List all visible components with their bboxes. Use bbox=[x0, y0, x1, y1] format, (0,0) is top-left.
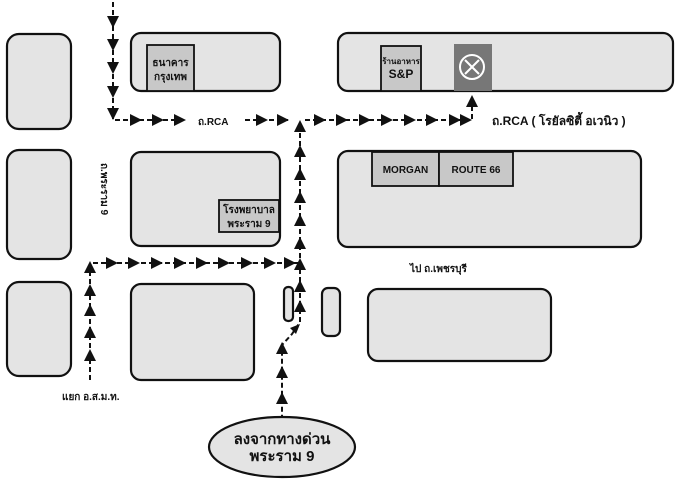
landmark-restaurant-sp[interactable]: ร้านอาหาร S&P bbox=[380, 45, 422, 92]
landmark-route66[interactable]: ROUTE 66 bbox=[438, 151, 514, 187]
hospital-label-line1: โรงพยาบาล bbox=[222, 203, 275, 216]
arrow-right-icon bbox=[106, 257, 118, 269]
arrow-down-icon bbox=[107, 62, 119, 74]
arrow-right-icon bbox=[174, 114, 186, 126]
arrow-right-icon bbox=[314, 114, 326, 126]
arrow-right-icon bbox=[196, 257, 208, 269]
arrow-right-icon bbox=[460, 114, 472, 126]
arrow-up-icon bbox=[294, 258, 306, 270]
arrow-up-icon bbox=[84, 284, 96, 296]
block-top-left bbox=[5, 32, 73, 131]
arrow-right-icon bbox=[128, 257, 140, 269]
bank-label-line1: ธนาคาร bbox=[152, 58, 189, 69]
arrow-up-icon bbox=[294, 145, 306, 157]
arrow-up-icon bbox=[294, 214, 306, 226]
route-rca-to-destination bbox=[305, 95, 473, 121]
arrow-up-icon bbox=[84, 261, 96, 273]
arrow-down-icon bbox=[107, 108, 119, 120]
circle-x-icon bbox=[459, 54, 485, 80]
arrow-up-icon bbox=[84, 304, 96, 316]
arrow-up-icon bbox=[294, 191, 306, 203]
arrow-up-icon bbox=[276, 342, 288, 354]
arrow-right-icon bbox=[174, 257, 186, 269]
landmark-bank[interactable]: ธนาคาร กรุงเทพ bbox=[146, 44, 195, 92]
arrow-right-icon bbox=[381, 114, 393, 126]
route66-label: ROUTE 66 bbox=[452, 165, 501, 176]
arrow-right-icon bbox=[359, 114, 371, 126]
arrow-right-icon bbox=[404, 114, 416, 126]
arrow-up-icon bbox=[294, 120, 306, 132]
start-point-expressway-exit[interactable]: ลงจากทางด่วน พระราม 9 bbox=[207, 415, 357, 479]
arrow-up-icon bbox=[466, 95, 478, 107]
road-label-rca-left: ถ.RCA bbox=[198, 117, 229, 128]
arrow-down-icon bbox=[107, 86, 119, 98]
arrow-right-icon bbox=[256, 114, 268, 126]
morgan-label: MORGAN bbox=[383, 165, 429, 176]
restaurant-label-line2: S&P bbox=[389, 67, 414, 81]
arrow-down-icon bbox=[107, 39, 119, 51]
route-arrows bbox=[84, 16, 478, 404]
arrow-down-icon bbox=[107, 16, 119, 28]
arrow-right-icon bbox=[449, 114, 461, 126]
restaurant-label-line1: ร้านอาหาร bbox=[382, 56, 420, 66]
road-label-osmt-junction: แยก อ.ส.ม.ท. bbox=[62, 392, 120, 403]
landmark-hospital[interactable]: โรงพยาบาล พระราม 9 bbox=[218, 199, 280, 233]
median-island-left bbox=[282, 285, 295, 323]
arrow-right-icon bbox=[151, 257, 163, 269]
block-bottom-left bbox=[5, 280, 73, 378]
hospital-label-line2: พระราม 9 bbox=[227, 219, 271, 230]
block-bottom-center bbox=[129, 282, 256, 382]
arrow-right-icon bbox=[336, 114, 348, 126]
arrow-right-icon bbox=[152, 114, 164, 126]
block-bottom-right bbox=[366, 287, 553, 363]
start-label-line1: ลงจากทางด่วน bbox=[234, 431, 332, 448]
road-label-phetchaburi: ไป ถ.เพชรบุรี bbox=[409, 262, 468, 275]
landmark-morgan[interactable]: MORGAN bbox=[371, 151, 440, 187]
start-label-line2: พระราม 9 bbox=[250, 448, 315, 465]
road-label-rama9: ถ.พระราม 9 bbox=[98, 163, 109, 216]
median-island-right bbox=[320, 286, 342, 338]
arrow-diagonal-icon bbox=[290, 324, 300, 334]
arrow-up-icon bbox=[276, 392, 288, 404]
arrow-right-icon bbox=[130, 114, 142, 126]
arrow-up-icon bbox=[84, 326, 96, 338]
arrow-right-icon bbox=[277, 114, 289, 126]
arrow-right-icon bbox=[284, 257, 296, 269]
destination-marker[interactable] bbox=[454, 44, 492, 91]
arrow-right-icon bbox=[426, 114, 438, 126]
arrow-right-icon bbox=[241, 257, 253, 269]
arrow-up-icon bbox=[294, 237, 306, 249]
arrow-up-icon bbox=[276, 366, 288, 378]
arrow-up-icon bbox=[294, 300, 306, 312]
arrow-up-icon bbox=[294, 280, 306, 292]
arrow-right-icon bbox=[218, 257, 230, 269]
arrow-up-icon bbox=[84, 349, 96, 361]
arrow-up-icon bbox=[294, 168, 306, 180]
block-mid-left bbox=[5, 148, 73, 261]
bank-label-line2: กรุงเทพ bbox=[154, 72, 187, 83]
arrow-right-icon bbox=[264, 257, 276, 269]
road-label-rca-right: ถ.RCA ( โรยัลซิตี้ อเวนิว ) bbox=[492, 111, 626, 128]
